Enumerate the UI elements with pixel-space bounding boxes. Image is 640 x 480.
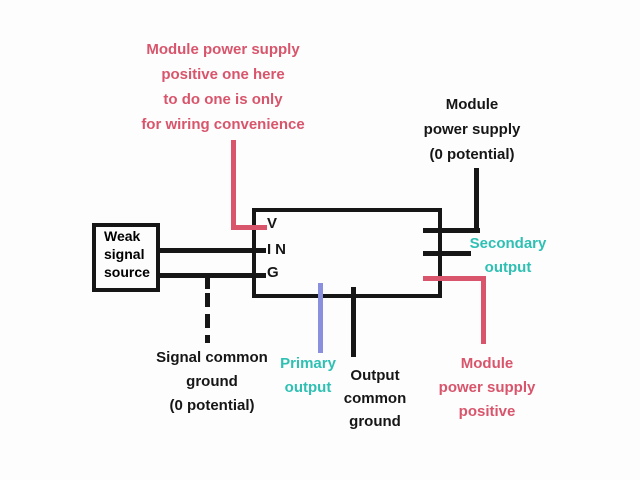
label-line: ground — [186, 373, 238, 390]
box-label-line: source — [104, 264, 150, 280]
note-line: Module power supply — [146, 41, 300, 58]
box-label-line: signal — [104, 246, 145, 262]
label-line: Module — [445, 96, 499, 113]
label-line: positive — [458, 403, 516, 420]
label-line: power supply — [423, 121, 521, 138]
wire-primary-output-pin — [318, 283, 323, 353]
label-output-common-ground: Output common ground — [344, 364, 407, 433]
label-secondary-output: Secondary output — [470, 232, 547, 280]
wire-power-positive-to-v-pin — [231, 225, 267, 230]
label-line: output — [284, 379, 332, 396]
label-primary-output: Primary output — [280, 352, 336, 400]
pin-label-g: G — [267, 264, 279, 281]
note-line: positive one here — [161, 66, 285, 83]
label-line: (0 potential) — [169, 397, 255, 414]
wire-output-common-ground-pin — [351, 287, 356, 357]
label-line: ground — [349, 413, 401, 430]
wire-power-positive-vertical — [231, 140, 236, 230]
pin-label-in: IN — [267, 241, 290, 258]
wire-signal-to-in-pin — [158, 248, 266, 253]
label-line: common — [343, 390, 407, 407]
wire-signal-to-g-pin — [158, 273, 266, 278]
label-signal-common-ground: Signal common ground (0 potential) — [156, 346, 268, 418]
label-line: Output — [350, 367, 400, 384]
pin-stub-secondary-output-1 — [423, 228, 480, 233]
label-line: Module — [460, 355, 514, 372]
pin-stub-secondary-output-2 — [423, 251, 471, 256]
wire-power-positive-right-vertical — [481, 276, 486, 344]
pin-label-v: V — [267, 215, 278, 232]
box-label-line: Weak — [104, 228, 141, 244]
note-line: to do one is only — [163, 91, 283, 108]
label-module-power-supply-0-potential: Module power supply (0 potential) — [424, 92, 521, 167]
label-line: power supply — [438, 379, 536, 396]
label-line: Primary — [280, 355, 336, 372]
wire-signal-ground-dashed — [205, 293, 210, 343]
label-line: Signal common — [156, 349, 268, 366]
label-module-power-supply-positive: Module power supply positive — [439, 352, 536, 424]
note-module-power-supply-positive: Module power supply positive one here to… — [141, 37, 304, 137]
label-line: (0 potential) — [429, 146, 515, 163]
wire-signal-ground-stub — [205, 277, 210, 289]
label-line: Secondary — [469, 235, 547, 252]
label-line: output — [484, 259, 532, 276]
weak-signal-source-box: Weak signal source — [92, 223, 160, 292]
wire-power-positive-right-horizontal — [423, 276, 486, 281]
wire-power-zero-vertical — [474, 168, 479, 232]
note-line: for wiring convenience — [141, 116, 305, 133]
